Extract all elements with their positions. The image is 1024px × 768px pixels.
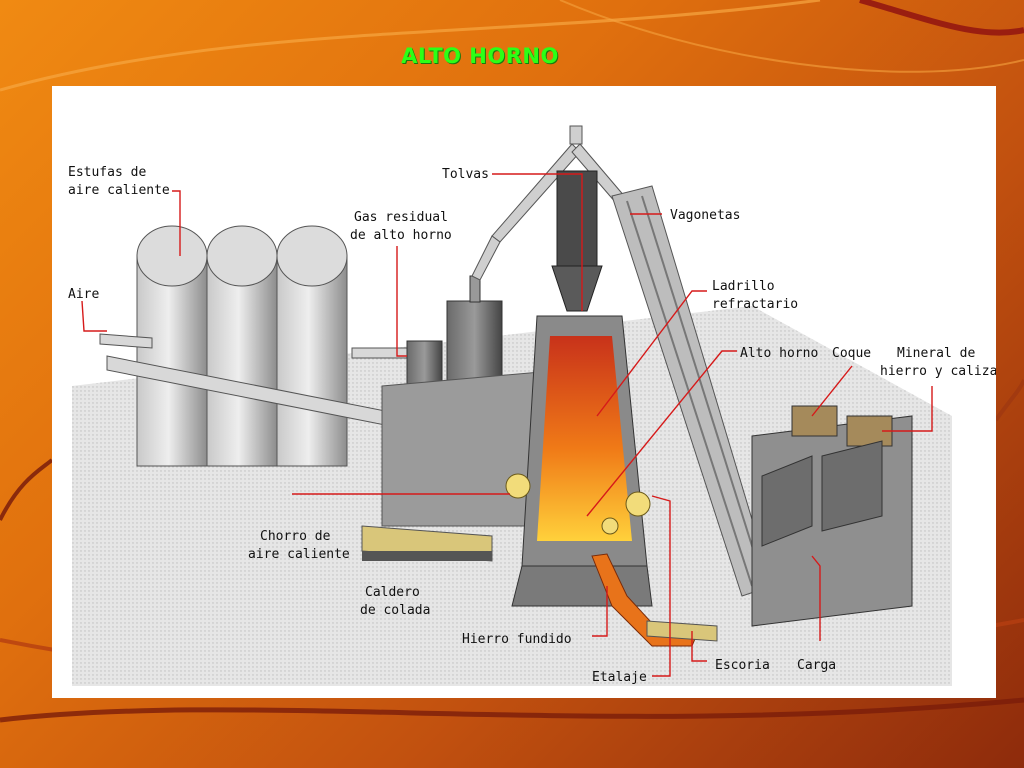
leader-lines (81, 173, 933, 677)
tuyeres (505, 473, 651, 535)
label-alto-horno: Alto horno (740, 346, 818, 361)
label-vagonetas: Vagonetas (670, 208, 740, 223)
slide-title: ALTO HORNO (401, 44, 559, 68)
furnace-uptakes (471, 125, 638, 281)
label-ladrillo-line2: refractario (712, 297, 798, 312)
label-aire: Aire (68, 287, 99, 302)
label-gas-line1: Gas residual (354, 210, 448, 225)
label-coque: Coque (832, 346, 871, 361)
label-hierro-fundido: Hierro fundido (462, 632, 572, 647)
label-etalaje: Etalaje (592, 670, 647, 685)
label-mineral-line1: Mineral de (897, 346, 975, 361)
diagram-drawing: Estufas de aire caliente Aire Gas residu… (68, 125, 996, 686)
stock-bins (751, 405, 913, 627)
label-tolvas: Tolvas (442, 167, 489, 182)
label-estufas-line1: Estufas de (68, 165, 146, 180)
label-gas-line2: de alto horno (350, 228, 452, 243)
label-caldero-line2: de colada (360, 603, 430, 618)
tapping-runners (511, 553, 718, 647)
hopper-bells (551, 170, 603, 312)
hot-air-stoves (136, 225, 348, 467)
label-mineral-line2: hierro y caliza (880, 364, 996, 379)
label-chorro-line2: aire caliente (248, 547, 350, 562)
label-escoria: Escoria (715, 658, 770, 673)
label-ladrillo-line1: Ladrillo (712, 279, 775, 294)
label-carga: Carga (797, 658, 836, 673)
label-chorro-line1: Chorro de (260, 529, 331, 544)
label-caldero-line1: Caldero (365, 585, 420, 600)
diagram-labels: Estufas de aire caliente Aire Gas residu… (68, 165, 996, 685)
label-estufas-line2: aire caliente (68, 183, 170, 198)
ladle-car (361, 525, 493, 562)
blast-furnace-diagram: Estufas de aire caliente Aire Gas residu… (52, 86, 996, 698)
